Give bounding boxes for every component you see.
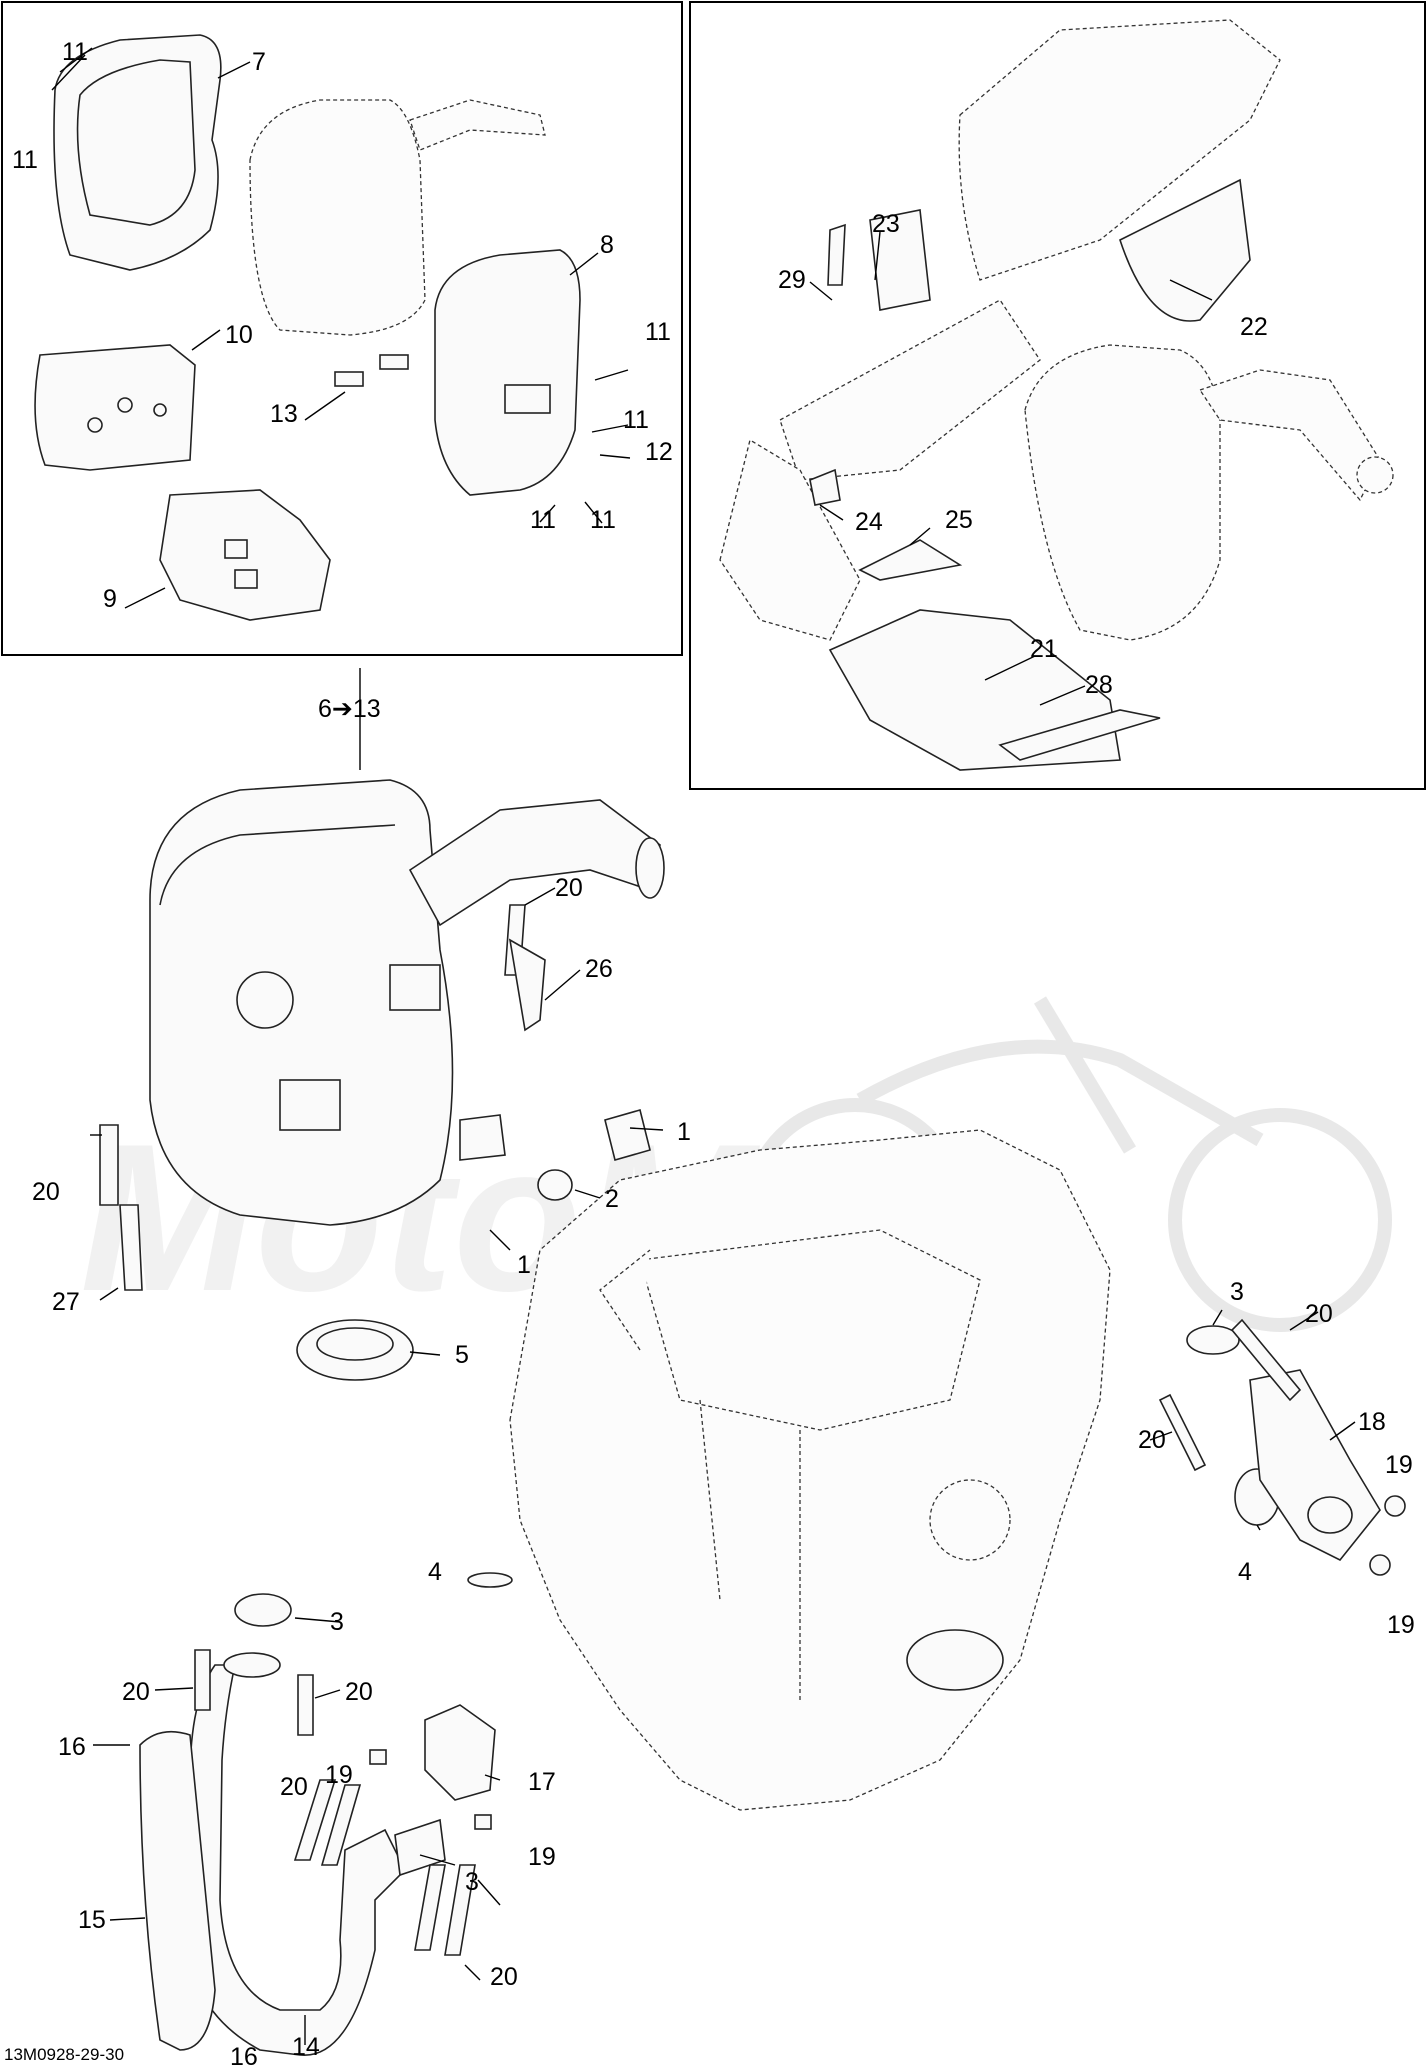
callout-14: 14 [292, 2033, 320, 2061]
callout-11: 11 [12, 146, 38, 174]
callout-1: 1 [677, 1118, 691, 1146]
callout-10: 10 [225, 321, 253, 349]
callout-16: 16 [58, 1733, 86, 1761]
callout-19: 19 [1385, 1451, 1413, 1479]
callout-11: 11 [623, 406, 649, 434]
callout-3: 3 [1230, 1278, 1244, 1306]
heat-shield-15 [139, 1730, 216, 2051]
plates-21-28 [828, 609, 1161, 771]
flange-18 [1249, 1369, 1381, 1562]
callout-11: 11 [590, 506, 616, 534]
callout-2: 2 [605, 1185, 619, 1213]
callout-20: 20 [1138, 1426, 1166, 1454]
callout-3: 3 [465, 1868, 479, 1896]
callout-29: 29 [778, 266, 806, 294]
callout-20: 20 [122, 1678, 150, 1706]
callout-23: 23 [872, 210, 900, 238]
callout-21: 21 [1030, 635, 1058, 663]
insulation-pad-9 [159, 489, 331, 621]
callout-19: 19 [528, 1843, 556, 1871]
callout-8: 8 [600, 231, 614, 259]
muffler-ghost-right [1024, 344, 1394, 641]
callout-16: 16 [230, 2043, 258, 2070]
callout-28: 28 [1085, 671, 1113, 699]
heat-shield-top [53, 34, 222, 271]
watermark-wheel-rear [1168, 1108, 1392, 1332]
callout-7: 7 [252, 48, 266, 76]
front-exhaust-pipe [184, 1652, 406, 2056]
callout-12: 12 [645, 438, 673, 466]
callout-24: 24 [855, 508, 883, 536]
callout-19: 19 [325, 1761, 353, 1789]
panel-protectors [689, 1, 1426, 790]
callout-20: 20 [1305, 1300, 1333, 1328]
leader-lines [51, 47, 1356, 2045]
callout-9: 9 [103, 585, 117, 613]
springs [99, 904, 1302, 1956]
callout-5: 5 [455, 1341, 469, 1369]
small-plates [809, 209, 963, 581]
callout-15: 15 [78, 1906, 106, 1934]
watermark-frame [856, 996, 1264, 1154]
callout-11: 11 [645, 318, 671, 346]
callout-17: 17 [528, 1768, 556, 1796]
group-label: 6➔13 [318, 695, 381, 723]
shield-lower-left [719, 299, 1041, 641]
callout-20: 20 [490, 1963, 518, 1991]
callout-11: 11 [530, 506, 556, 534]
callout-25: 25 [945, 506, 973, 534]
callout-20: 20 [280, 1773, 308, 1801]
protector-22 [958, 19, 1281, 322]
callout-22: 22 [1240, 313, 1268, 341]
figure-code: 13M0928-29-30 [4, 2045, 124, 2064]
callout-4: 4 [1238, 1558, 1252, 1586]
callout-20: 20 [555, 874, 583, 902]
rings-and-gaskets [234, 1319, 1280, 1877]
callout-20: 20 [32, 1178, 60, 1206]
callout-18: 18 [1358, 1408, 1386, 1436]
inlet-pipe-upper [408, 799, 665, 927]
engine-block [509, 1129, 1111, 1811]
callout-4: 4 [428, 1558, 442, 1586]
callout-27: 27 [52, 1288, 80, 1316]
flange-17 [424, 1704, 496, 1801]
callout-19: 19 [1387, 1611, 1415, 1639]
callout-3: 3 [330, 1608, 344, 1636]
callout-1: 1 [517, 1251, 531, 1279]
small-hardware [119, 938, 1406, 1830]
callout-11: 11 [62, 38, 88, 66]
callout-26: 26 [585, 955, 613, 983]
callout-20: 20 [345, 1678, 373, 1706]
callout-13: 13 [270, 400, 298, 428]
insulation-pad-10 [34, 344, 196, 471]
heat-shield-right [434, 249, 581, 496]
panel-heat-shields [1, 1, 683, 656]
clips-13 [334, 354, 409, 387]
muffler-ghost-top [249, 99, 546, 336]
muffler-main [149, 779, 454, 1226]
